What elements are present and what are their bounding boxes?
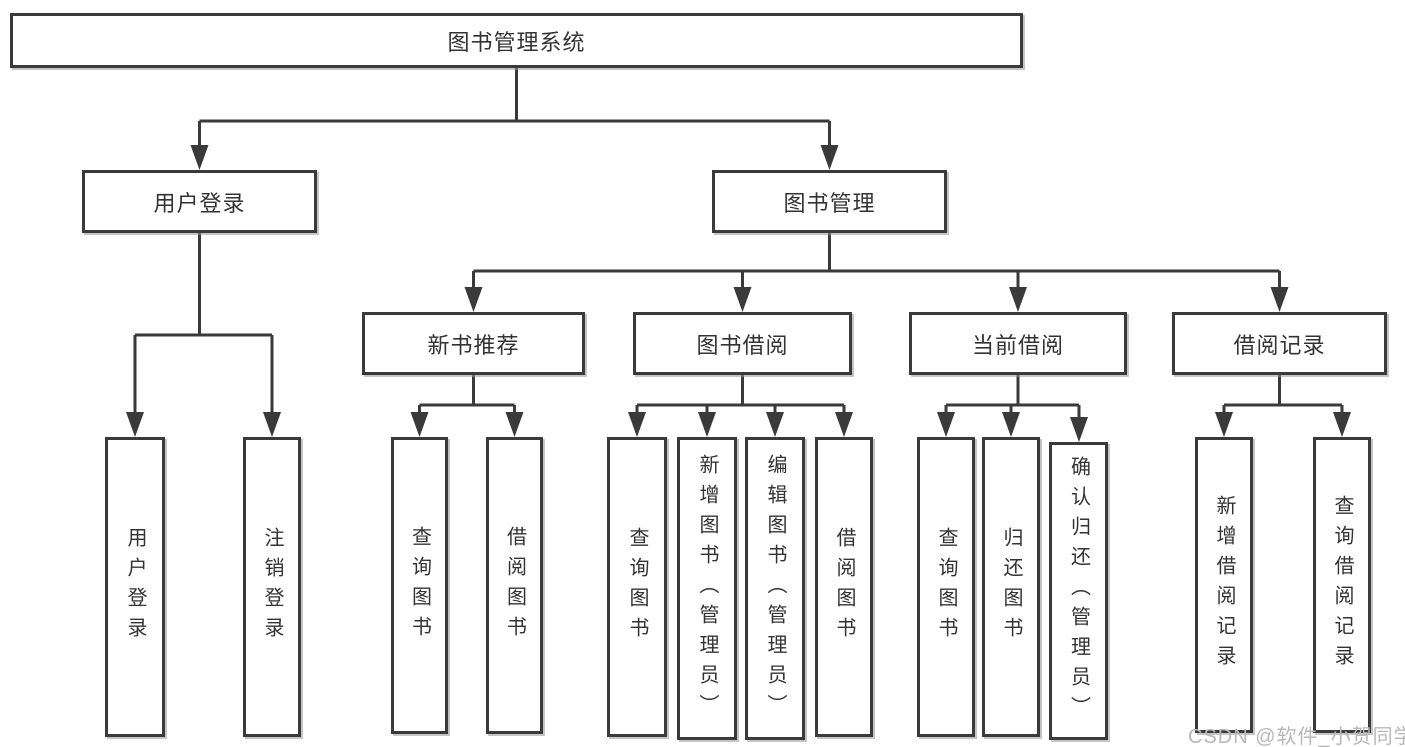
node-leaf-return-books: 归还图书: [982, 437, 1040, 737]
node-book-management-module: 图书管理: [712, 170, 947, 233]
node-user-login-module: 用户登录: [82, 170, 317, 233]
node-leaf-query-borrow-record: 查询借阅记录: [1313, 437, 1371, 733]
node-leaf-user-login: 用户登录: [105, 437, 165, 737]
node-leaf-query-books-borrowing: 查询图书: [607, 437, 667, 737]
node-current-borrowing: 当前借阅: [909, 312, 1127, 375]
node-leaf-query-books-current: 查询图书: [917, 437, 975, 737]
node-leaf-borrow-books-recommend: 借阅图书: [486, 437, 543, 734]
node-leaf-logout: 注销登录: [243, 437, 301, 737]
node-leaf-edit-books-admin: 编辑图书（管理员）: [745, 437, 805, 740]
node-leaf-query-books-recommend: 查询图书: [391, 437, 448, 734]
node-leaf-borrow-books: 借阅图书: [815, 437, 873, 737]
node-root-system: 图书管理系统: [10, 13, 1023, 68]
node-leaf-confirm-return-admin: 确认归还（管理员）: [1049, 442, 1108, 740]
node-leaf-add-books-admin: 新增图书（管理员）: [677, 437, 737, 740]
node-borrowing-records: 借阅记录: [1172, 312, 1387, 375]
node-new-book-recommend: 新书推荐: [362, 312, 585, 375]
node-leaf-add-borrow-record: 新增借阅记录: [1195, 437, 1253, 733]
csdn-watermark: CSDN @软件_小贺同学: [1188, 726, 1405, 747]
node-book-borrowing: 图书借阅: [633, 312, 852, 375]
